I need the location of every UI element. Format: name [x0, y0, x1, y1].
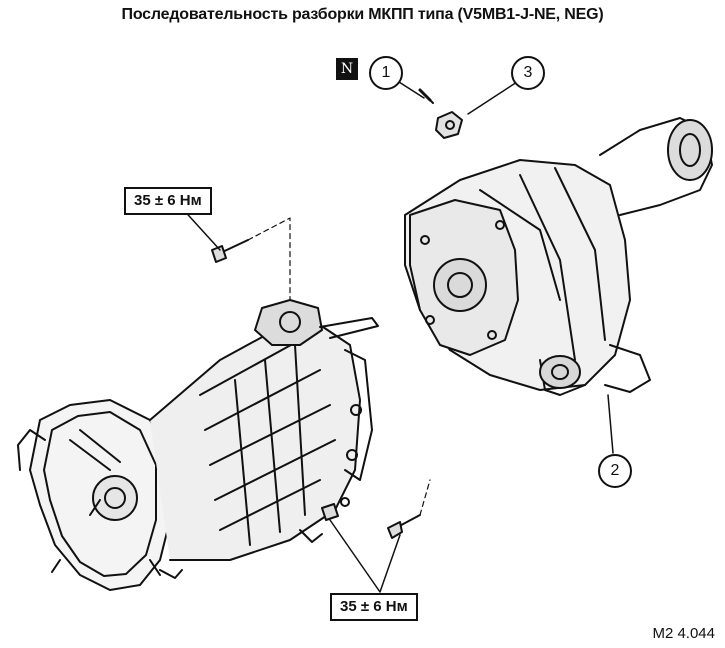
switch-part — [435, 111, 463, 139]
torque-label-lower: 35 ± 6 Нм — [330, 593, 418, 621]
lower-nut — [321, 497, 350, 521]
lower-bolt-long — [387, 514, 421, 539]
callout-3: 3 — [511, 56, 545, 90]
callout-1: 1 — [369, 56, 403, 90]
gearbox-housing — [17, 299, 379, 591]
upper-bolt — [211, 239, 249, 263]
pin-part — [418, 88, 434, 104]
figure-code: M2 4.044 — [652, 625, 715, 642]
callout-2: 2 — [598, 454, 632, 488]
new-part-badge: N — [336, 58, 358, 80]
diagram-title: Последовательность разборки МКПП типа (V… — [121, 6, 604, 23]
assembly-guides — [247, 217, 431, 516]
transfer-case-housing — [404, 117, 713, 396]
torque-label-upper: 35 ± 6 Нм — [124, 187, 212, 215]
